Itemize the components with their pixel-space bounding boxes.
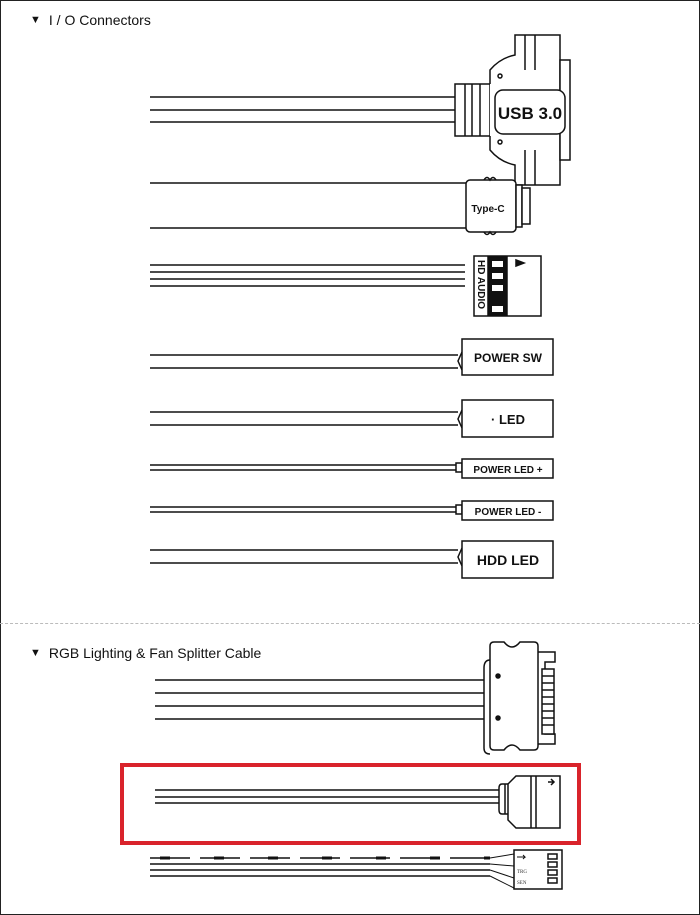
typec-label: Type-C — [471, 204, 504, 215]
sata-power-connector — [155, 641, 556, 755]
section-title: I / O Connectors — [48, 12, 151, 28]
fan-pin-label-2: SEN — [517, 881, 527, 886]
reset-led-cable: · LED — [150, 399, 554, 438]
power-led-plus-label: POWER LED + — [473, 465, 542, 476]
section-heading-rgb-fan[interactable]: ▼ RGB Lighting & Fan Splitter Cable — [30, 645, 261, 661]
power-sw-cable: POWER SW — [150, 338, 554, 376]
usb3-label: USB 3.0 — [498, 104, 562, 123]
typec-cable: Type-C — [150, 176, 531, 236]
led-label: · LED — [491, 412, 525, 427]
power-led-plus-cable: POWER LED + — [150, 458, 554, 479]
highlight-box — [120, 763, 581, 845]
power-led-minus-cable: POWER LED - — [150, 500, 554, 521]
triangle-down-icon: ▼ — [30, 14, 41, 26]
section-divider — [0, 623, 700, 624]
hdd-led-label: HDD LED — [477, 552, 539, 568]
power-led-minus-label: POWER LED - — [475, 507, 542, 518]
hd-audio-label: HD AUDIO — [475, 260, 486, 309]
triangle-down-icon: ▼ — [30, 647, 41, 659]
section-title: RGB Lighting & Fan Splitter Cable — [48, 645, 262, 661]
fan-splitter-connector: TRG SEN — [150, 849, 563, 890]
fan-pin-label-1: TRG — [517, 870, 527, 875]
section-heading-io-connectors[interactable]: ▼ I / O Connectors — [30, 12, 151, 28]
usb3-cable: USB 3.0 — [150, 34, 571, 186]
hd-audio-cable: HD AUDIO — [150, 255, 542, 317]
rgb-connector — [155, 775, 561, 829]
power-sw-label: POWER SW — [474, 351, 543, 365]
hdd-led-cable: HDD LED — [150, 540, 554, 579]
